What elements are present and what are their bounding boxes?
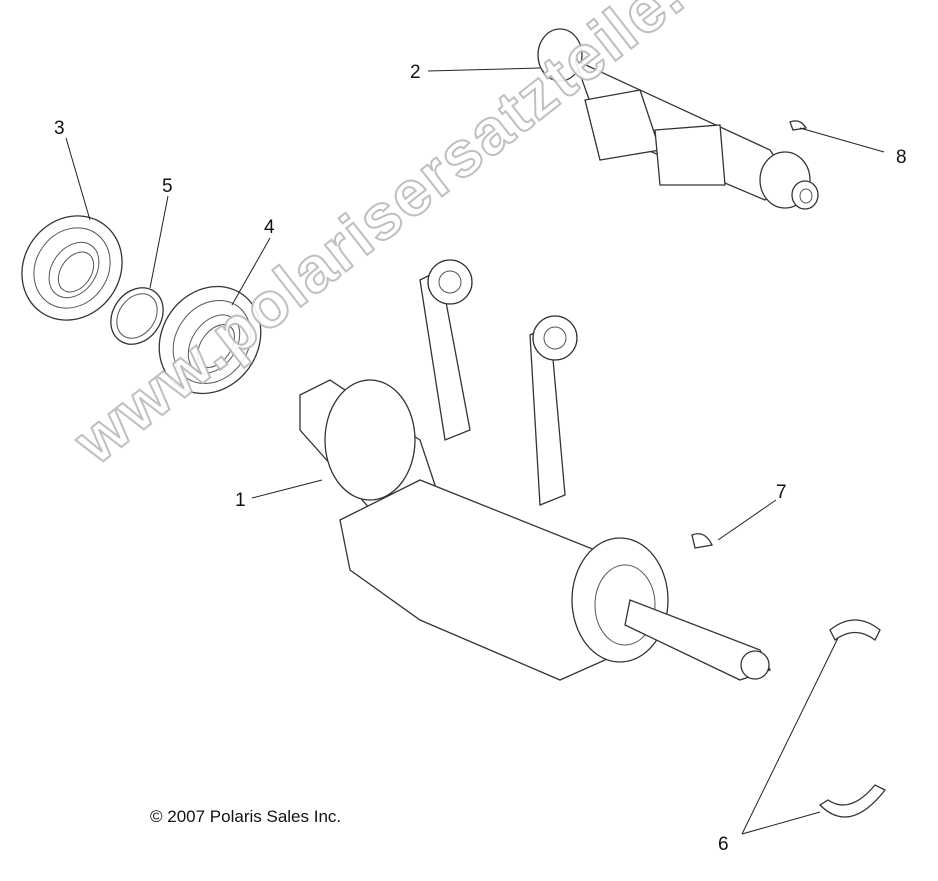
bearing-shells-6 bbox=[818, 619, 887, 818]
crankshaft-assembly-1 bbox=[299, 259, 771, 681]
woodruff-key-7 bbox=[691, 533, 713, 549]
callout-1: 1 bbox=[235, 490, 246, 511]
bearing-3 bbox=[21, 215, 123, 321]
callout-5: 5 bbox=[162, 176, 173, 197]
snap-ring-5 bbox=[110, 287, 164, 345]
leader-lines bbox=[65, 67, 885, 835]
callout-7: 7 bbox=[776, 482, 787, 503]
bearing-4 bbox=[158, 285, 262, 395]
copyright-notice: © 2007 Polaris Sales Inc. bbox=[150, 807, 342, 826]
callout-2: 2 bbox=[410, 62, 421, 83]
callout-6: 6 bbox=[718, 834, 729, 855]
callout-3: 3 bbox=[54, 118, 65, 139]
callout-8: 8 bbox=[896, 147, 907, 168]
callout-4: 4 bbox=[264, 217, 275, 238]
key-8 bbox=[789, 120, 808, 131]
balance-shaft-2 bbox=[537, 28, 819, 210]
